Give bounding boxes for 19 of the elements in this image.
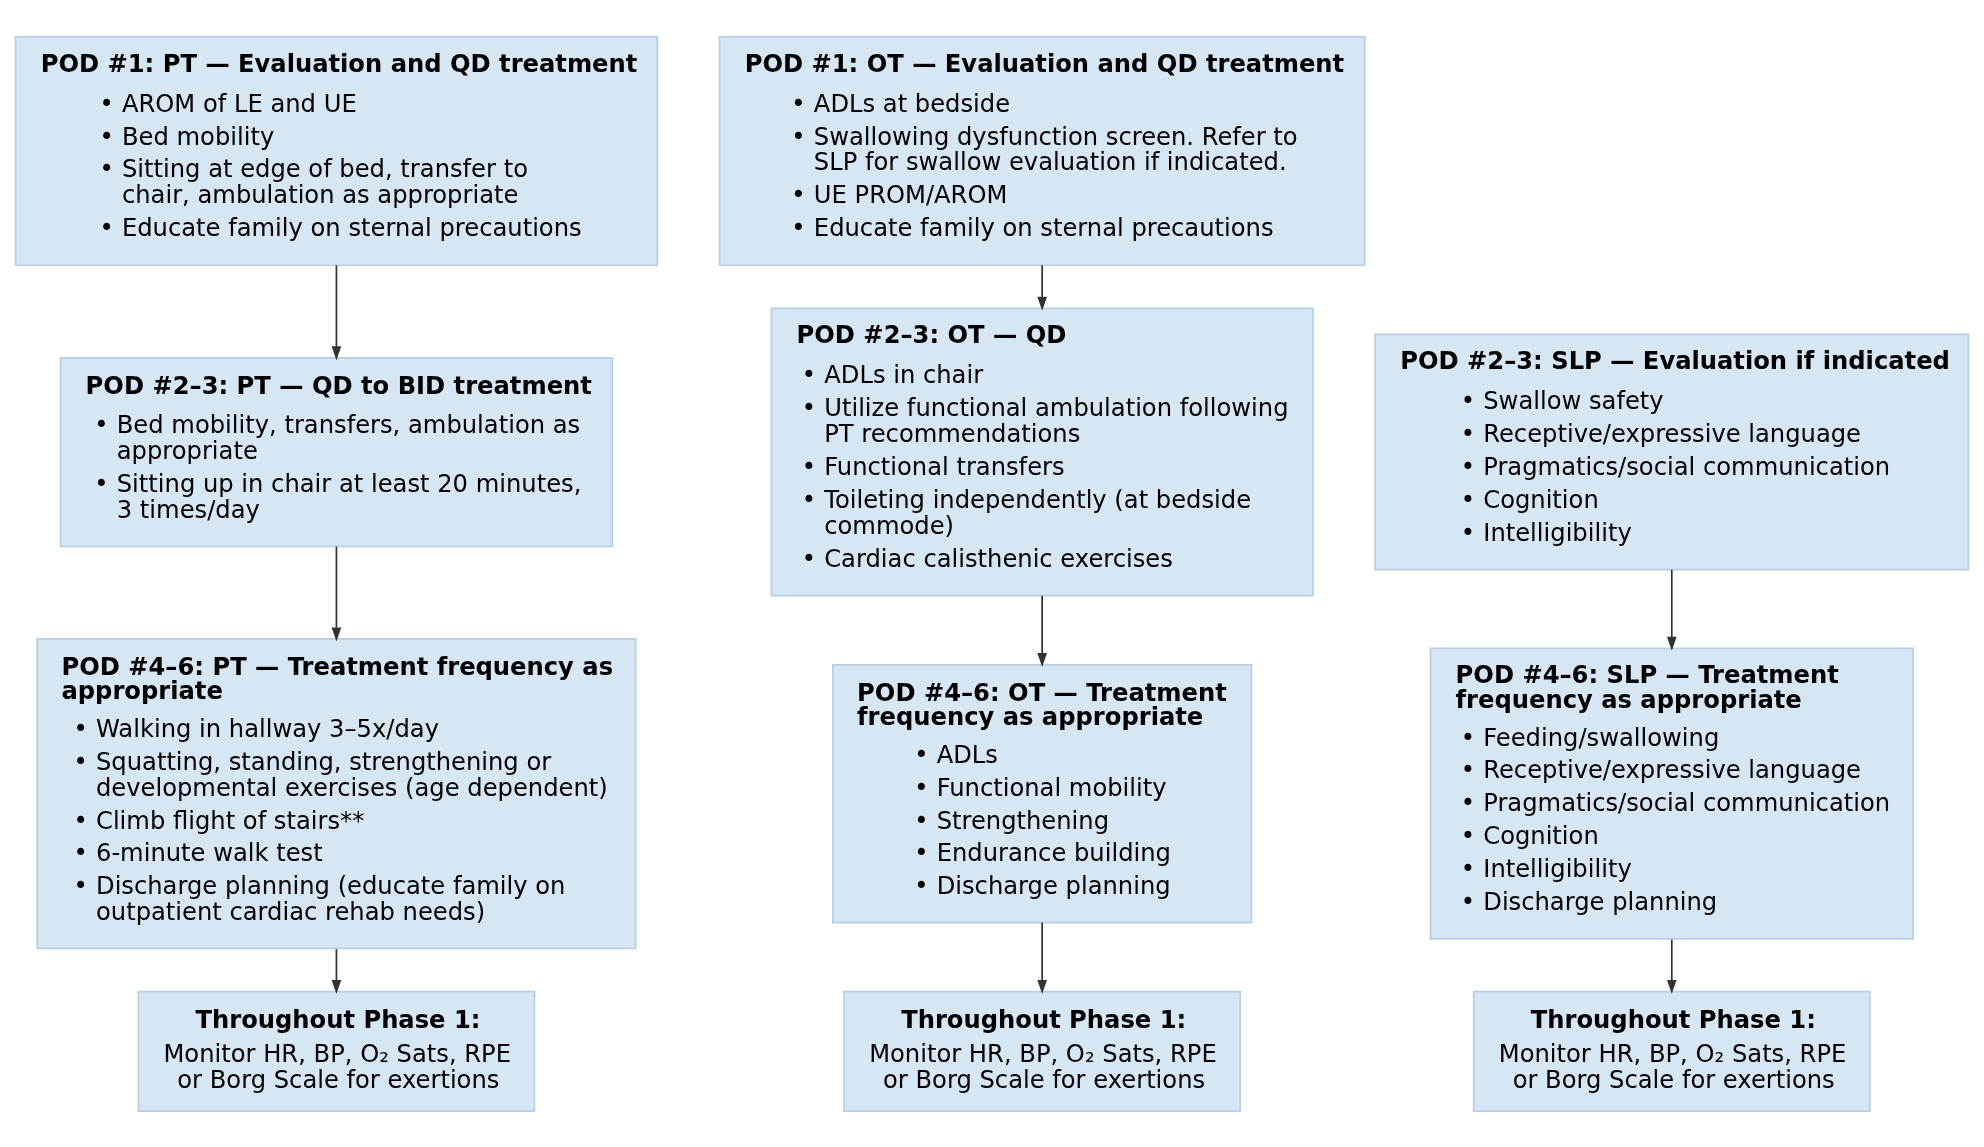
node-box: Throughout Phase 1: Monitor HR, BP, O₂ Sats, RPE or Borg Scale for exertions — [1472, 990, 1871, 1112]
node-box: POD #4–6: PT — Treatment frequency as appropriate • Walking in hallway 3–5x/day • Squatting, standing, strengthening or developmental exercises (age dependent) • Climb flight of stairs** • 6-minute walk test • Discharge planning (educate family on outpatient cardiac rehab needs) — [36, 637, 637, 949]
node-box: Throughout Phase 1: Monitor HR, BP, O₂ Sats, RPE or Borg Scale for exertions — [137, 990, 536, 1112]
arrow — [331, 545, 342, 641]
arrow — [1037, 921, 1047, 994]
arrow — [1666, 568, 1677, 651]
arrow — [331, 947, 342, 994]
arrow — [1666, 938, 1677, 994]
node-box: POD #4–6: OT — Treatment frequency as appropriate • ADLs • Functional mobility • Strengthening • Endurance building • Discharge planning — [832, 663, 1253, 923]
node-box: Throughout Phase 1: Monitor HR, BP, O₂ Sats, RPE or Borg Scale for exertions — [843, 990, 1242, 1112]
arrow — [1037, 263, 1047, 311]
node-box: POD #4–6: SLP — Treatment frequency as appropriate • Feeding/swallowing • Receptive/expressive language • Pragmatics/social communication • Cognition • Intelligibility • Discharge planning — [1429, 647, 1914, 940]
node-box: POD #1: OT — Evaluation and QD treatment • ADLs at bedside • Swallowing dysfunction screen. Refer to SLP for swallow evaluation if indicated. • UE PROM/AROM • Educate family on sternal precautions — [718, 35, 1366, 266]
node-box: POD #1: PT — Evaluation and QD treatment • AROM of LE and UE • Bed mobility • Sitting at edge of bed, transfer to chair, ambulation as appropriate • Educate family on sternal precautions — [14, 35, 659, 266]
arrow — [1037, 594, 1047, 667]
node-box: POD #2–3: OT — QD • ADLs in chair • Utilize functional ambulation following PT recommendations • Functional transfers • Toileting independently (at bedside commode) • Cardiac calisthenic exercises — [770, 307, 1314, 596]
node-box: POD #2–3: PT — QD to BID treatment • Bed mobility, transfers, ambulation as appropriate • Sitting up in chair at least 20 minutes, 3 times/day — [59, 356, 614, 547]
arrow — [331, 263, 342, 360]
node-box: POD #2–3: SLP — Evaluation if indicated • Swallow safety • Receptive/expressive language • Pragmatics/social communication • Cognition • Intelligibility — [1374, 333, 1970, 571]
